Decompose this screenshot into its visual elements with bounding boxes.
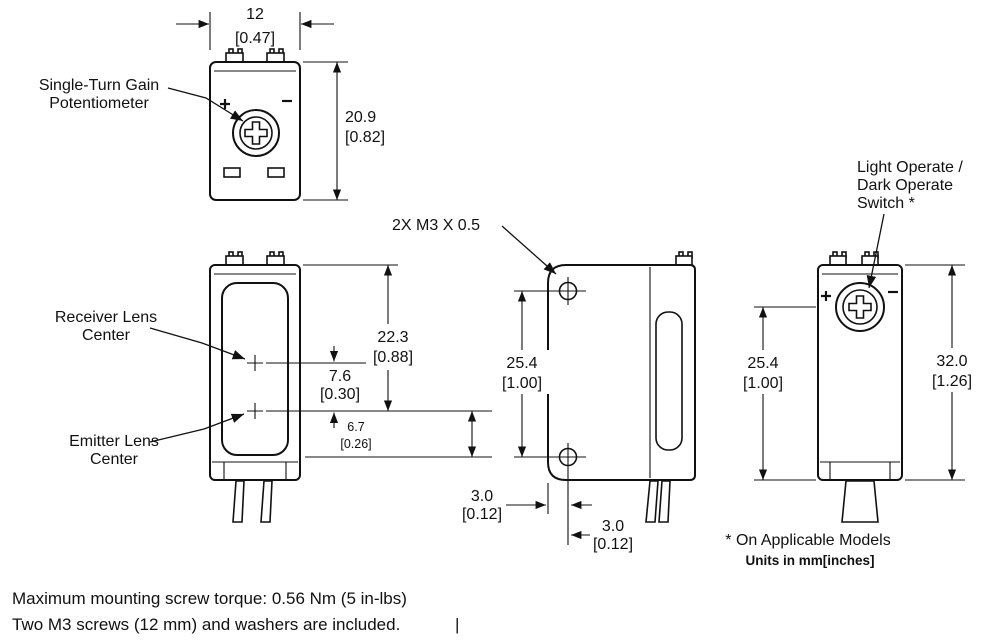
dim-hole-to-bottom-in: [0.12] [593, 536, 633, 553]
dim-emitter-from-top-mm: 22.3 [377, 329, 408, 346]
plus-mark-icon [220, 99, 230, 109]
cable [841, 480, 879, 523]
dim-switch-to-bottom-in: [1.00] [743, 375, 783, 392]
switch-callout: Light Operate / Dark Operate Switch * [857, 159, 963, 289]
emitter-leader [149, 413, 245, 443]
side-view [547, 251, 696, 545]
text-caret: | [455, 615, 459, 634]
mounting-clip [675, 251, 693, 267]
gain-potentiometer [232, 109, 280, 157]
mounting-clips [225, 48, 285, 64]
dim-emitter-to-hole-in: [0.26] [340, 437, 371, 451]
cable-left [645, 480, 659, 523]
dim-switch-to-bottom-mm: 25.4 [747, 355, 778, 372]
dim-body-height-in: [1.26] [932, 373, 972, 390]
front-view-dimensions: 22.3 [0.88] 7.6 [0.30] 6.7 [0.26] [266, 264, 492, 458]
mounting-clips [829, 251, 879, 267]
front-view [209, 251, 301, 523]
rear-view [817, 251, 903, 523]
receiver-leader [149, 327, 246, 360]
emitter-label-line2: Center [90, 451, 139, 468]
thread-callout-label: 2X M3 X 0.5 [392, 217, 480, 234]
gain-pot-label-line1: Single-Turn Gain [39, 77, 159, 94]
notes: * On Applicable Models Units in mm[inche… [12, 532, 891, 634]
dim-hole-to-face-in: [0.12] [462, 506, 502, 523]
dim-hole-to-face-mm: 3.0 [471, 488, 493, 505]
dim-emitter-to-hole-mm: 6.7 [347, 420, 364, 434]
torque-note: Maximum mounting screw torque: 0.56 Nm (… [12, 589, 407, 608]
units-note: Units in mm[inches] [745, 553, 874, 568]
dim-emitter-from-top-in: [0.88] [373, 349, 413, 366]
receiver-label-line2: Center [82, 327, 131, 344]
side-slot [655, 311, 683, 451]
switch-leader [866, 213, 885, 289]
emitter-label-line1: Emitter Lens [69, 433, 159, 450]
dim-hole-spacing-in: [1.00] [502, 375, 542, 392]
top-view-dimensions: 12 [0.47] 20.9 [0.82] [176, 6, 385, 201]
top-view [209, 48, 301, 201]
phillips-slot-icon [848, 295, 872, 319]
phillips-slot-icon [244, 121, 268, 145]
dim-top-height-mm: 20.9 [345, 109, 376, 126]
top-foot-left [223, 167, 241, 178]
cable-right [260, 480, 273, 523]
gain-pot-callout: Single-Turn Gain Potentiometer [39, 77, 244, 122]
gain-pot-leader [167, 87, 244, 122]
plus-mark-icon [821, 291, 831, 301]
screws-note: Two M3 screws (12 mm) and washers are in… [12, 615, 400, 634]
light-dark-switch [835, 282, 885, 332]
cable-left [232, 480, 245, 523]
dim-lens-spacing-in: [0.30] [320, 386, 360, 403]
emitter-callout: Emitter Lens Center [69, 413, 245, 468]
dim-lens-spacing-mm: 7.6 [329, 368, 351, 385]
dim-hole-to-bottom-mm: 3.0 [602, 518, 624, 535]
dim-body-height-mm: 32.0 [936, 353, 967, 370]
side-view-dimensions: 25.4 [1.00] 3.0 [0.12] 3.0 [0.12] [462, 290, 633, 553]
rear-view-dimensions: 25.4 [1.00] 32.0 [1.26] [735, 264, 980, 481]
dim-top-width-mm: 12 [246, 6, 264, 23]
applicable-models-note: * On Applicable Models [725, 532, 890, 549]
switch-label-line1: Light Operate / [857, 159, 963, 176]
dim-top-width-in: [0.47] [235, 30, 275, 47]
receiver-label-line1: Receiver Lens [55, 309, 157, 326]
switch-label-line3: Switch * [857, 195, 915, 212]
top-foot-right [267, 167, 285, 178]
switch-label-line2: Dark Operate [857, 177, 953, 194]
cable-right [658, 480, 671, 523]
dim-hole-spacing-mm: 25.4 [506, 355, 537, 372]
receiver-lens-cross [247, 355, 263, 371]
receiver-callout: Receiver Lens Center [55, 309, 246, 360]
dim-top-height-in: [0.82] [345, 129, 385, 146]
thread-callout: 2X M3 X 0.5 [392, 217, 557, 275]
emitter-lens-cross [247, 403, 263, 419]
thread-leader [501, 225, 557, 275]
gain-pot-label-line2: Potentiometer [49, 95, 149, 112]
mounting-clips [225, 251, 285, 267]
